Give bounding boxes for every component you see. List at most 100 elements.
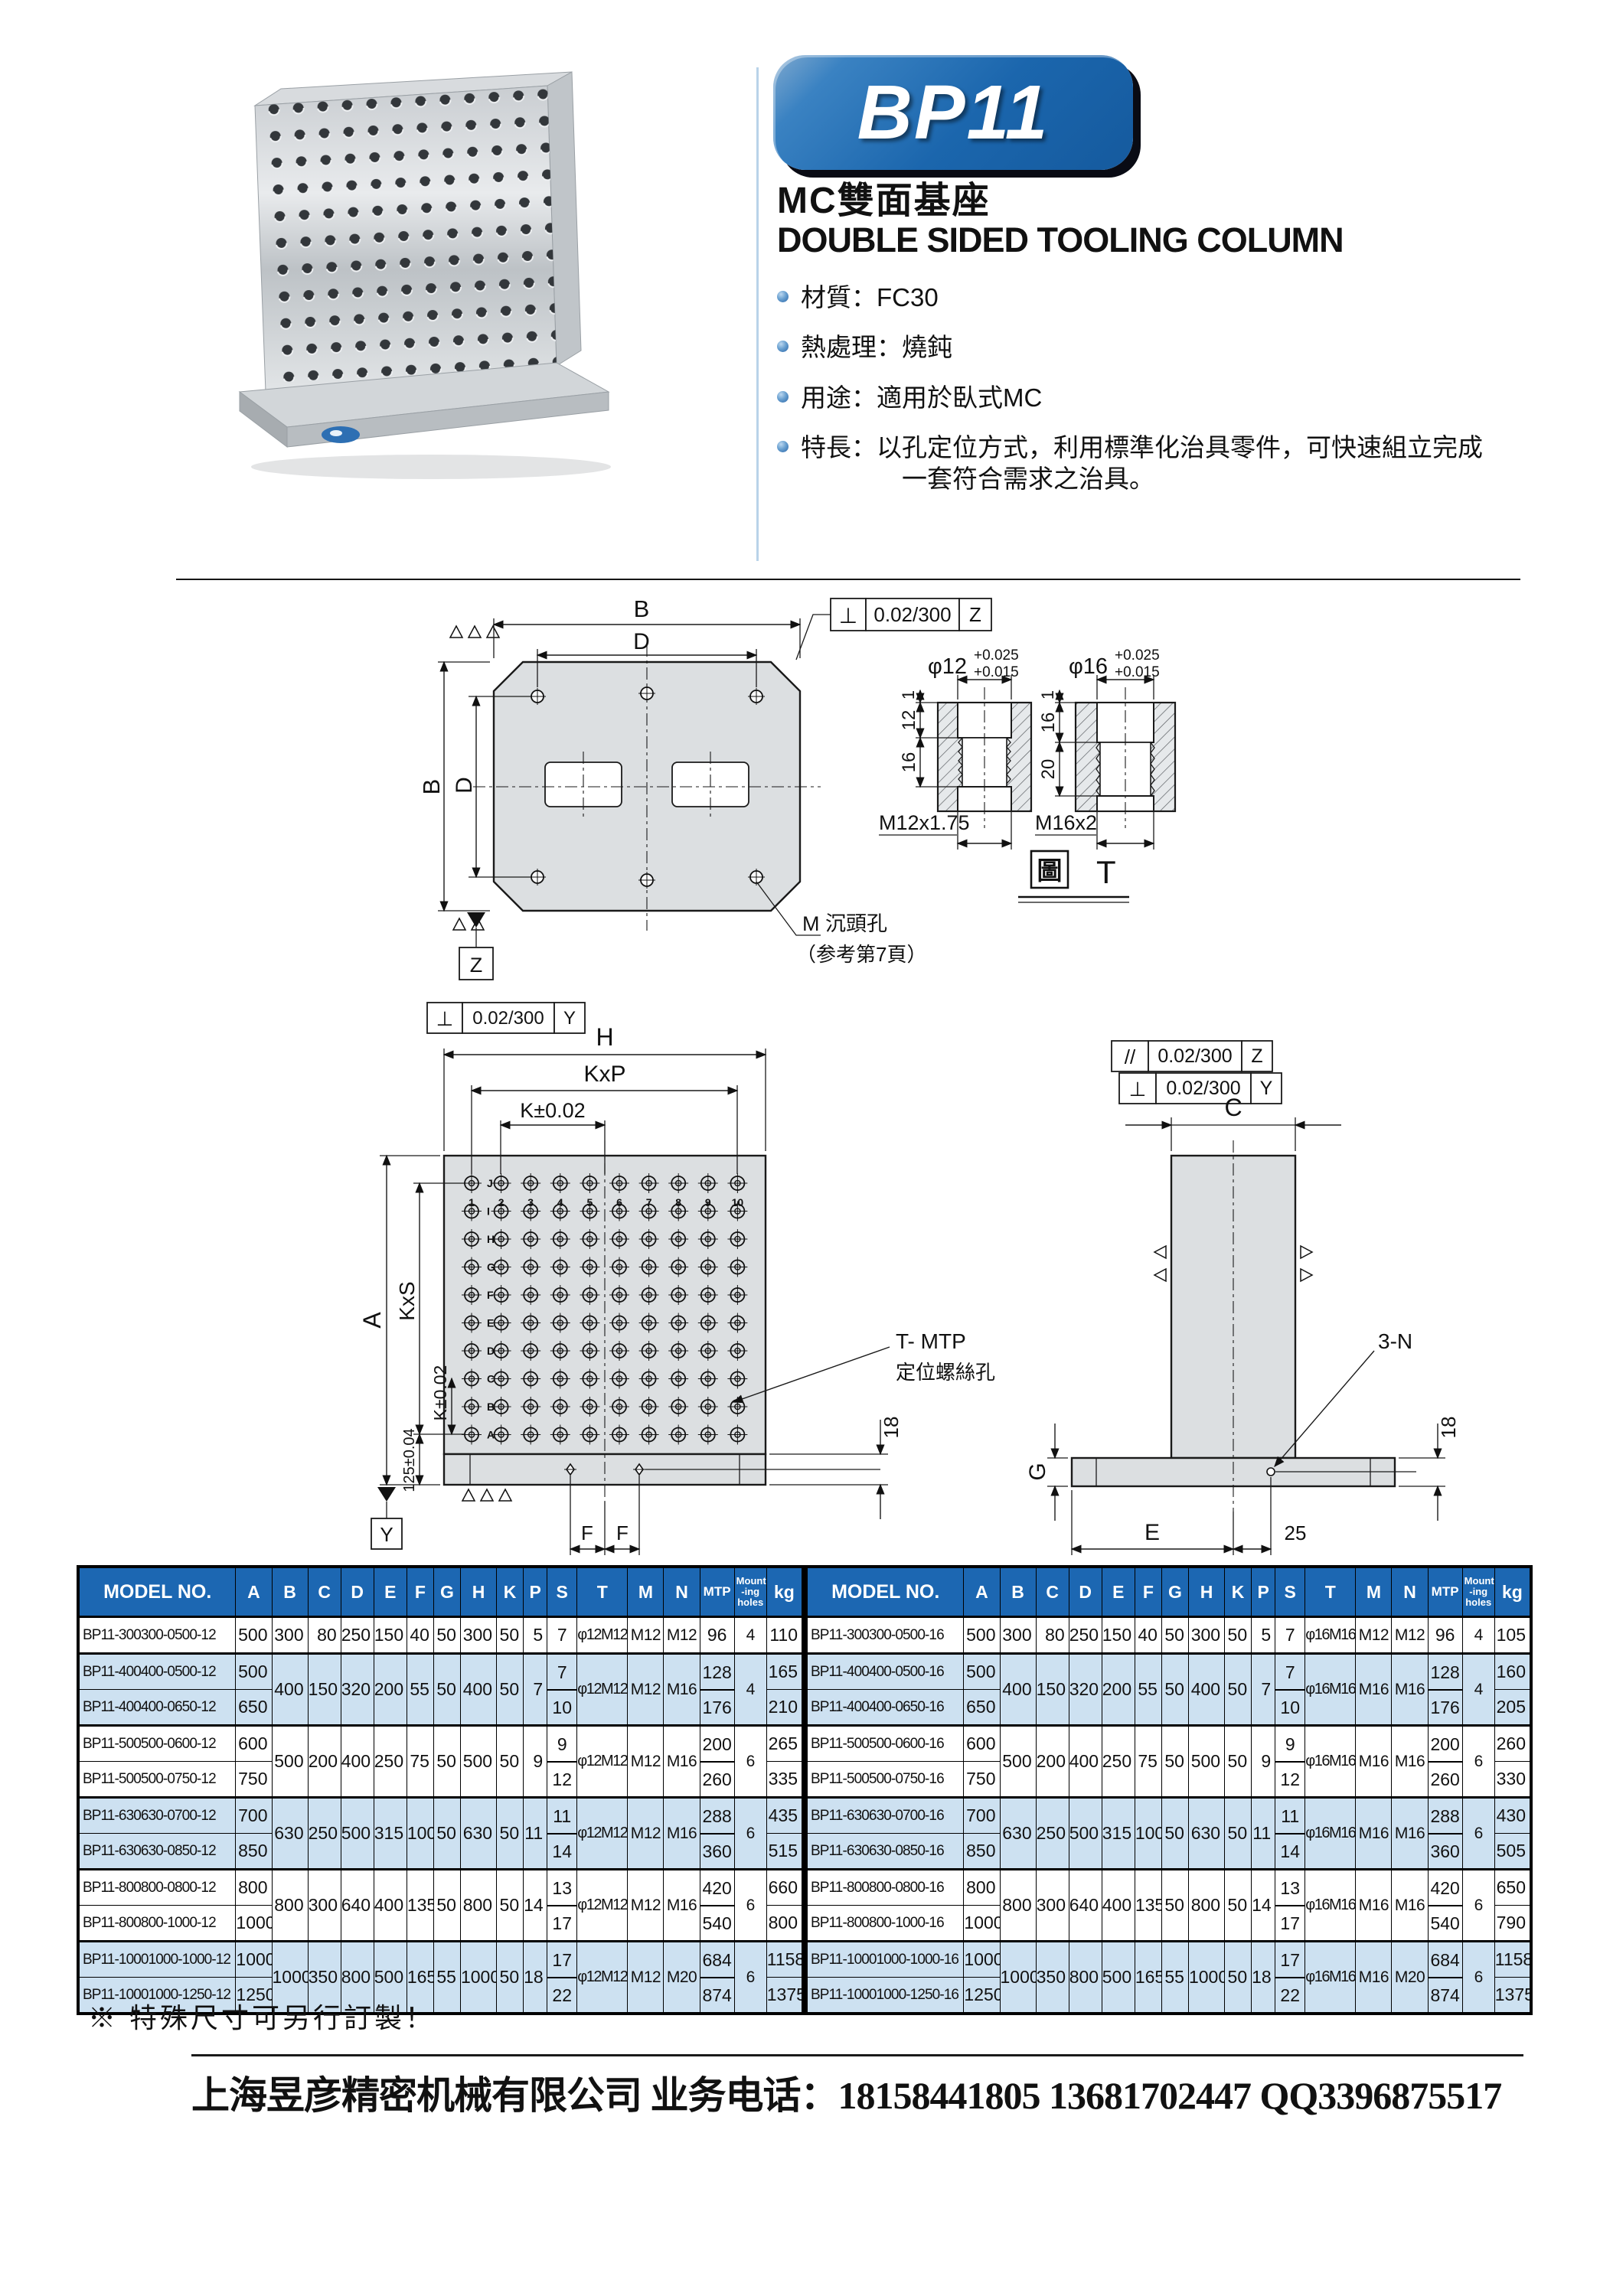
cell-F: 75	[406, 1724, 434, 1798]
legend-box-glyph: 圖	[1037, 856, 1063, 885]
cell-G: 50	[433, 1652, 461, 1726]
cell-K: 50	[496, 1616, 524, 1654]
cell-H: 300	[1187, 1616, 1226, 1654]
cell-B: 1000	[999, 1940, 1037, 2013]
header-divider	[756, 67, 759, 561]
row-letter: A	[487, 1429, 495, 1441]
model-badge: BP11	[773, 55, 1133, 170]
dim-D-left: D	[452, 777, 477, 794]
dim-D-top: D	[633, 629, 650, 654]
cell-E: 250	[373, 1724, 407, 1798]
cell-P: 14	[523, 1868, 548, 1942]
custom-size-note: ※ 特殊尺寸可另行訂製！	[88, 2002, 436, 2033]
cell-C: 300	[307, 1868, 341, 1942]
cell-D: 320	[340, 1652, 374, 1726]
dim-dia16-tol-dn: +0.015	[1115, 664, 1160, 680]
dim-E: E	[1144, 1520, 1160, 1545]
cell-F: 75	[1134, 1724, 1162, 1798]
cell-T: φ16M16	[1304, 1724, 1357, 1798]
bushing-detail-16: φ16 +0.025 +0.015 1 16 20 M16x2	[1035, 647, 1177, 850]
col-header-A: A	[235, 1567, 273, 1617]
cell-E: 150	[373, 1616, 407, 1654]
cell-C: 300	[1035, 1868, 1069, 1942]
cell-holes: 6	[733, 1868, 767, 1942]
col-header-MTP: MTP	[699, 1567, 735, 1617]
dim-F2: F	[616, 1521, 629, 1544]
plan-note-line1: M 沉頭孔	[802, 912, 887, 935]
dim-dia12: φ12	[928, 654, 967, 679]
cell-A: 500	[963, 1616, 1001, 1654]
cell-kg: 265	[766, 1724, 803, 1762]
cell-F: 40	[1134, 1616, 1162, 1654]
cell-N: M20	[663, 1940, 700, 2013]
cell-C: 80	[307, 1616, 341, 1654]
bullet-icon	[777, 390, 789, 403]
cell-A: 1000	[235, 1940, 273, 1978]
cell-E: 400	[373, 1868, 407, 1942]
cell-model: BP11-10001000-1000-12	[78, 1940, 237, 1978]
col-header-N: N	[663, 1567, 700, 1617]
dim-B-left: B	[418, 779, 445, 795]
cell-P: 5	[1251, 1616, 1276, 1654]
col-header-T: T	[1304, 1567, 1357, 1617]
col-header-kg: kg	[766, 1567, 803, 1617]
dim-25: 25	[1285, 1521, 1307, 1544]
svg-text:⊥: ⊥	[839, 604, 857, 628]
dim-KxP: KxP	[583, 1062, 625, 1087]
cell-B: 500	[999, 1724, 1037, 1798]
cell-model: BP11-500500-0750-12	[78, 1761, 237, 1798]
cell-P: 7	[1251, 1652, 1276, 1726]
cell-T: φ12M12	[576, 1652, 629, 1726]
cell-A: 700	[963, 1796, 1001, 1834]
cell-model: BP11-400400-0500-16	[806, 1652, 965, 1690]
cell-kg: 110	[766, 1616, 803, 1654]
cell-K: 50	[1224, 1796, 1252, 1870]
cell-F: 135	[406, 1868, 434, 1942]
col-header-M: M	[627, 1567, 664, 1617]
row-letter: I	[487, 1205, 490, 1218]
cell-E: 315	[1101, 1796, 1135, 1870]
cell-model: BP11-630630-0850-12	[78, 1833, 237, 1870]
cell-P: 7	[523, 1652, 548, 1726]
cell-T: φ12M12	[576, 1868, 629, 1942]
cell-M: M12	[627, 1652, 664, 1726]
cell-kg: 210	[766, 1689, 803, 1726]
cell-C: 200	[307, 1724, 341, 1798]
dim-16-thread-depth: 20	[1038, 759, 1059, 780]
cell-model: BP11-300300-0500-12	[78, 1616, 237, 1654]
bullet-icon	[777, 341, 789, 353]
cell-model: BP11-630630-0850-16	[806, 1833, 965, 1870]
cell-D: 250	[340, 1616, 374, 1654]
cell-S: 7	[1275, 1616, 1306, 1654]
dim-A: A	[358, 1312, 386, 1329]
cell-G: 50	[1161, 1796, 1189, 1870]
cell-A: 500	[963, 1652, 1001, 1690]
cell-K: 50	[496, 1940, 524, 2013]
col-header-model: MODEL NO.	[806, 1567, 965, 1617]
cell-H: 800	[459, 1868, 498, 1942]
cell-D: 400	[340, 1724, 374, 1798]
dim-18-front: 18	[880, 1417, 903, 1439]
page-title-cn: MC雙面基座	[777, 181, 991, 221]
cell-model: BP11-500500-0750-16	[806, 1761, 965, 1798]
plan-note-line2: （参考第7頁）	[796, 943, 926, 966]
cell-F: 165	[1134, 1940, 1162, 2013]
col-header-H: H	[1187, 1567, 1226, 1617]
cell-M: M12	[627, 1868, 664, 1942]
col-number: 9	[705, 1196, 711, 1208]
col-header-S: S	[547, 1567, 578, 1617]
bullet-material: 材質：FC30	[777, 282, 1589, 313]
col-number: 7	[646, 1196, 652, 1208]
col-header-T: T	[576, 1567, 629, 1617]
svg-text:Z: Z	[969, 603, 981, 626]
